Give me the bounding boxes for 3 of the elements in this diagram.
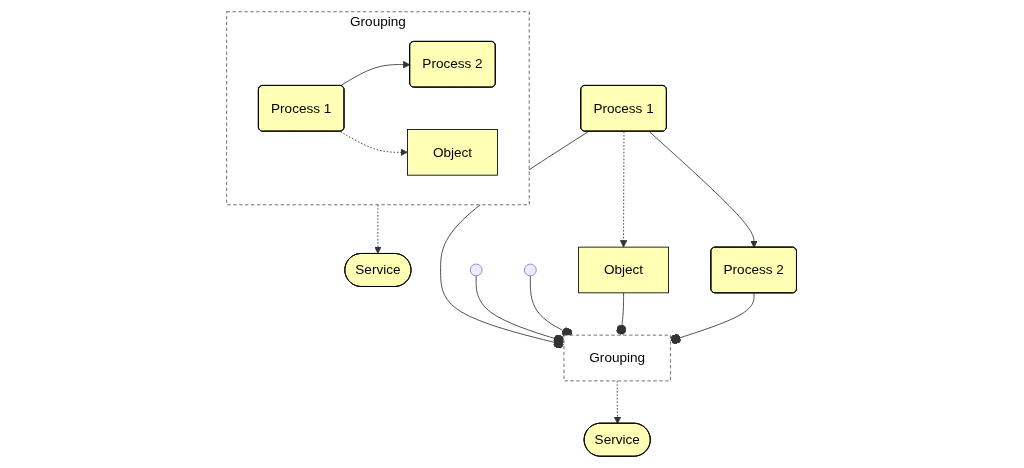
node-box: Grouping — [563, 334, 672, 382]
node-box: Object — [578, 246, 670, 294]
node-box: Object — [407, 129, 499, 176]
